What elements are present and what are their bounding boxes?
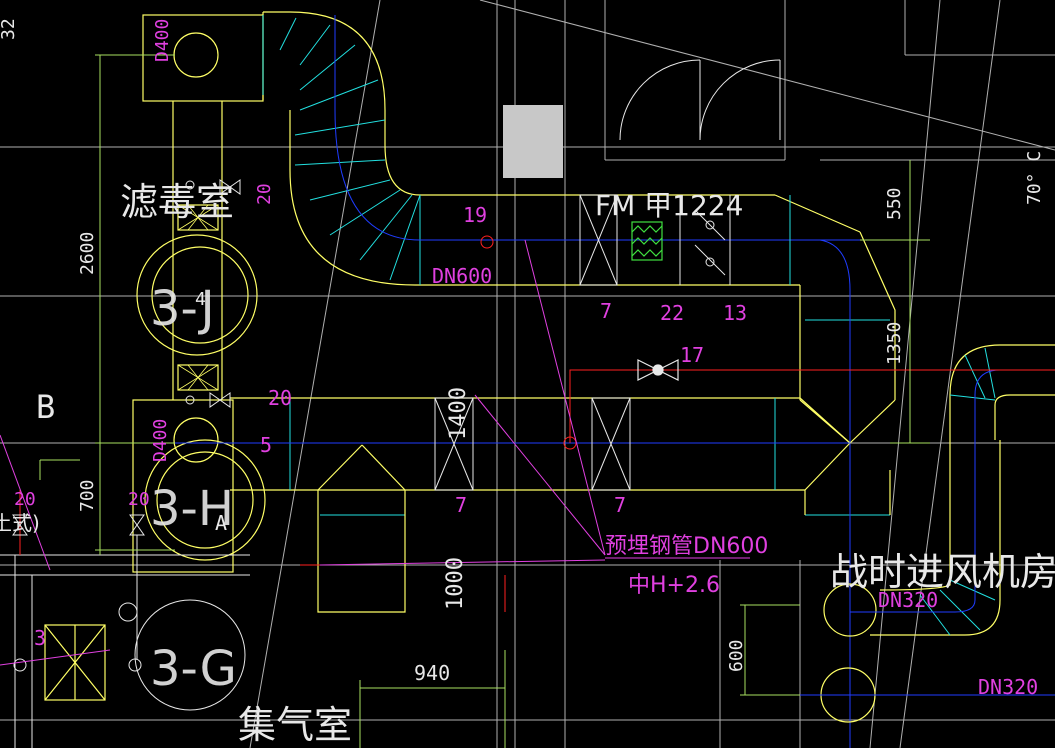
num-3: 3 bbox=[34, 626, 46, 650]
num-7-mid-b: 7 bbox=[614, 493, 626, 517]
dim-550: 550 bbox=[884, 187, 905, 220]
ring-3h-label: 3-H bbox=[150, 481, 234, 537]
angle-label: 70° C bbox=[1024, 151, 1045, 205]
d400-label-b: D400 bbox=[150, 419, 171, 462]
valve-17 bbox=[637, 359, 679, 381]
num-5: 5 bbox=[260, 433, 272, 457]
filter-cross-hatch bbox=[177, 204, 219, 391]
column-block bbox=[503, 105, 563, 178]
duct-transition-box bbox=[317, 444, 406, 613]
num-7-mid-a: 7 bbox=[455, 493, 467, 517]
leader-lines bbox=[0, 239, 750, 666]
damper-22 bbox=[631, 221, 663, 261]
num-20-left: 20 bbox=[128, 489, 150, 510]
dimension-lines bbox=[39, 54, 930, 748]
duct-middle-run bbox=[230, 397, 891, 515]
dim-2600: 2600 bbox=[77, 232, 98, 275]
dn600-label: DN600 bbox=[432, 264, 492, 288]
dim-1400: 1400 bbox=[446, 387, 471, 440]
ring-3j-label: 3-J bbox=[150, 281, 215, 337]
num-13: 13 bbox=[723, 301, 747, 325]
gas-room-outline bbox=[0, 554, 250, 748]
dim-1350: 1350 bbox=[884, 322, 905, 365]
left-valves bbox=[12, 179, 241, 660]
dn320-label-b: DN320 bbox=[978, 675, 1038, 699]
pipe-marker-mid bbox=[563, 436, 577, 450]
duct-middle-vanes bbox=[289, 398, 776, 516]
num-20-mid: 20 bbox=[268, 386, 292, 410]
filter-room-label: 滤毒室 bbox=[120, 180, 234, 224]
dim-1000: 1000 bbox=[443, 557, 468, 610]
num-17: 17 bbox=[680, 343, 704, 367]
damper-7-top bbox=[579, 194, 618, 286]
num-22: 22 bbox=[660, 301, 684, 325]
damper-7-mid-b bbox=[591, 397, 631, 491]
pipe-note-1: 预埋钢管DN600 bbox=[605, 534, 768, 559]
pipe-marker-19 bbox=[480, 235, 494, 249]
fan-room-label: 战时进风机房 bbox=[830, 550, 1055, 594]
duct-centerline-right bbox=[819, 239, 851, 748]
ring-a-label: A bbox=[215, 511, 227, 535]
gas-room-damper bbox=[44, 624, 106, 701]
num-7-top: 7 bbox=[600, 299, 612, 323]
num-20-edge: 20 bbox=[14, 489, 36, 510]
num-20-top: 20 bbox=[254, 183, 275, 205]
num-19: 19 bbox=[463, 203, 487, 227]
partial-left-label: 32 bbox=[0, 18, 19, 40]
ring-4-label: 4 bbox=[195, 289, 206, 310]
dim-940: 940 bbox=[414, 661, 450, 685]
d400-label-a: D400 bbox=[152, 19, 173, 62]
equipment-tag: FM 甲1224 bbox=[595, 189, 743, 222]
duct-right-vanes bbox=[789, 195, 890, 516]
partial-paren-label: 土式) bbox=[0, 511, 40, 535]
duct-centerline-top bbox=[334, 15, 900, 241]
duct-dn320-vanes bbox=[919, 347, 996, 636]
text-layer: 滤毒室 集气室 战时进风机房 FM 甲1224 DN600 DN320 DN32… bbox=[0, 18, 1055, 747]
valve-13 bbox=[679, 195, 731, 285]
damper-7-mid-a bbox=[434, 397, 474, 491]
dim-600: 600 bbox=[726, 639, 747, 672]
filter-room-outline bbox=[132, 14, 266, 573]
gas-room-label: 集气室 bbox=[238, 703, 352, 747]
ring-3g-label: 3-G bbox=[150, 641, 237, 697]
dn320-label-a: DN320 bbox=[878, 588, 938, 612]
door-swings bbox=[619, 59, 781, 141]
axis-b-label: B bbox=[36, 388, 55, 426]
pipe-note-2: 中H+2.6 bbox=[628, 573, 720, 598]
dim-700: 700 bbox=[77, 479, 98, 512]
duct-elbow-vanes bbox=[262, 15, 421, 285]
